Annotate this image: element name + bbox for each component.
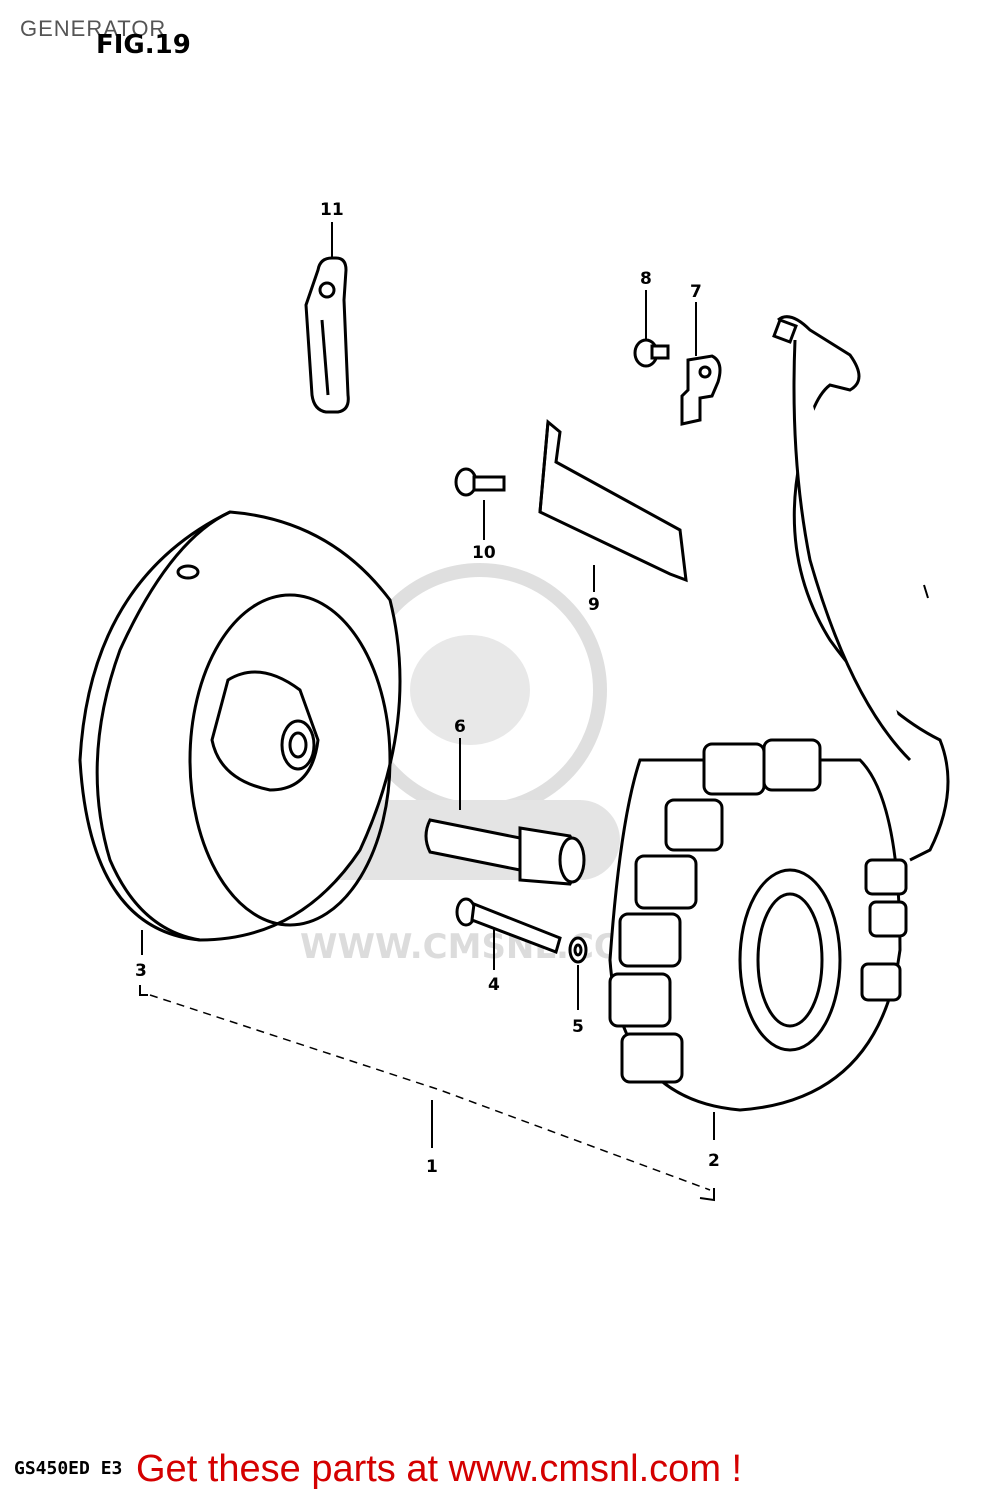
cmsnl-promo-link[interactable]: Get these parts at www.cmsnl.com !: [136, 1448, 743, 1490]
page-title: GENERATOR: [20, 16, 167, 41]
callout-9: 9: [588, 595, 600, 615]
part-8-screw: [633, 338, 670, 368]
part-4-bolt: [455, 897, 562, 954]
part-5-washer: [568, 936, 588, 964]
part-6-bolt: [424, 818, 586, 886]
part-1-assembly-bracket: [149, 994, 711, 1191]
callout-4: 4: [488, 975, 500, 995]
part-9-cover: [538, 419, 688, 583]
callout-1: 1: [426, 1157, 438, 1177]
part-11-clip: [304, 256, 350, 414]
callout-7: 7: [690, 282, 702, 302]
callout-10: 10: [472, 543, 496, 563]
part-7-plate: [680, 354, 722, 426]
callout-8: 8: [640, 269, 652, 289]
part-3-rotor: [78, 510, 402, 942]
part-10-bolt: [454, 467, 506, 497]
callout-11: 11: [320, 200, 344, 220]
callout-3: 3: [135, 961, 147, 981]
figure-number: FIG.19: [96, 30, 191, 60]
callout-6: 6: [454, 717, 466, 737]
model-code: GS450ED E3: [14, 1458, 123, 1479]
callout-5: 5: [572, 1017, 584, 1037]
part-2-stator: [608, 315, 950, 1112]
watermark-text: WWW.CMSNL.COM: [300, 927, 657, 967]
callout-2: 2: [708, 1151, 720, 1171]
